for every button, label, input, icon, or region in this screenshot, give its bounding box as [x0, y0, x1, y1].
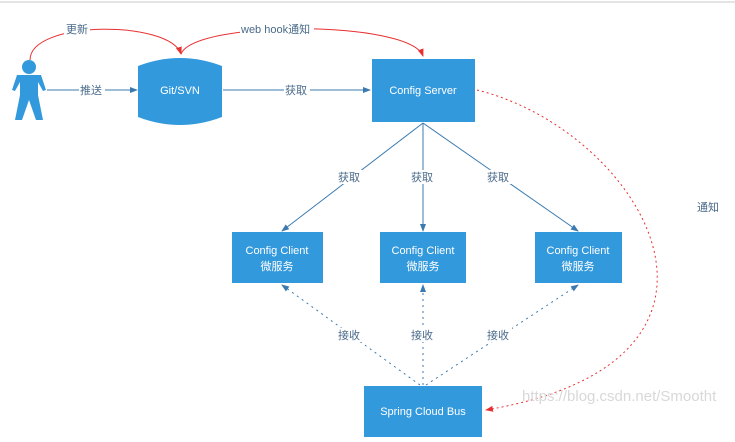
watermark: https://blog.csdn.net/Smootht	[522, 388, 717, 405]
config-server-label: Config Server	[389, 85, 457, 97]
webhook-label: web hook通知	[240, 22, 310, 36]
client-subtitle: 微服务	[407, 259, 440, 273]
client-title: Config Client	[547, 245, 610, 257]
receive-label: 接收	[338, 328, 360, 342]
config-client-1: Config Client 微服务	[232, 232, 323, 283]
config-client-3: Config Client 微服务	[535, 232, 622, 283]
receive-label: 接收	[487, 328, 509, 342]
fetch-label: 获取	[285, 84, 307, 97]
update-edge	[29, 28, 182, 61]
push-label: 推送	[80, 83, 102, 97]
notify-edge	[476, 89, 658, 412]
config-server-node: Config Server	[372, 59, 475, 122]
update-label: 更新	[66, 22, 88, 36]
client-subtitle: 微服务	[261, 259, 294, 273]
git-svn-label: Git/SVN	[160, 85, 200, 97]
fetch-label: 获取	[487, 171, 509, 184]
notify-label: 通知	[697, 200, 719, 214]
receive-label: 接收	[411, 328, 433, 342]
spring-cloud-bus-label: Spring Cloud Bus	[380, 406, 466, 418]
fetch-label: 获取	[338, 171, 360, 184]
client-title: Config Client	[392, 245, 455, 257]
config-client-2: Config Client 微服务	[380, 232, 466, 283]
spring-cloud-bus-node: Spring Cloud Bus	[364, 386, 482, 437]
git-svn-node: Git/SVN	[138, 58, 222, 125]
client-subtitle: 微服务	[562, 259, 595, 273]
user-icon	[12, 60, 46, 120]
client-title: Config Client	[246, 245, 309, 257]
fetch-label: 获取	[411, 171, 433, 184]
